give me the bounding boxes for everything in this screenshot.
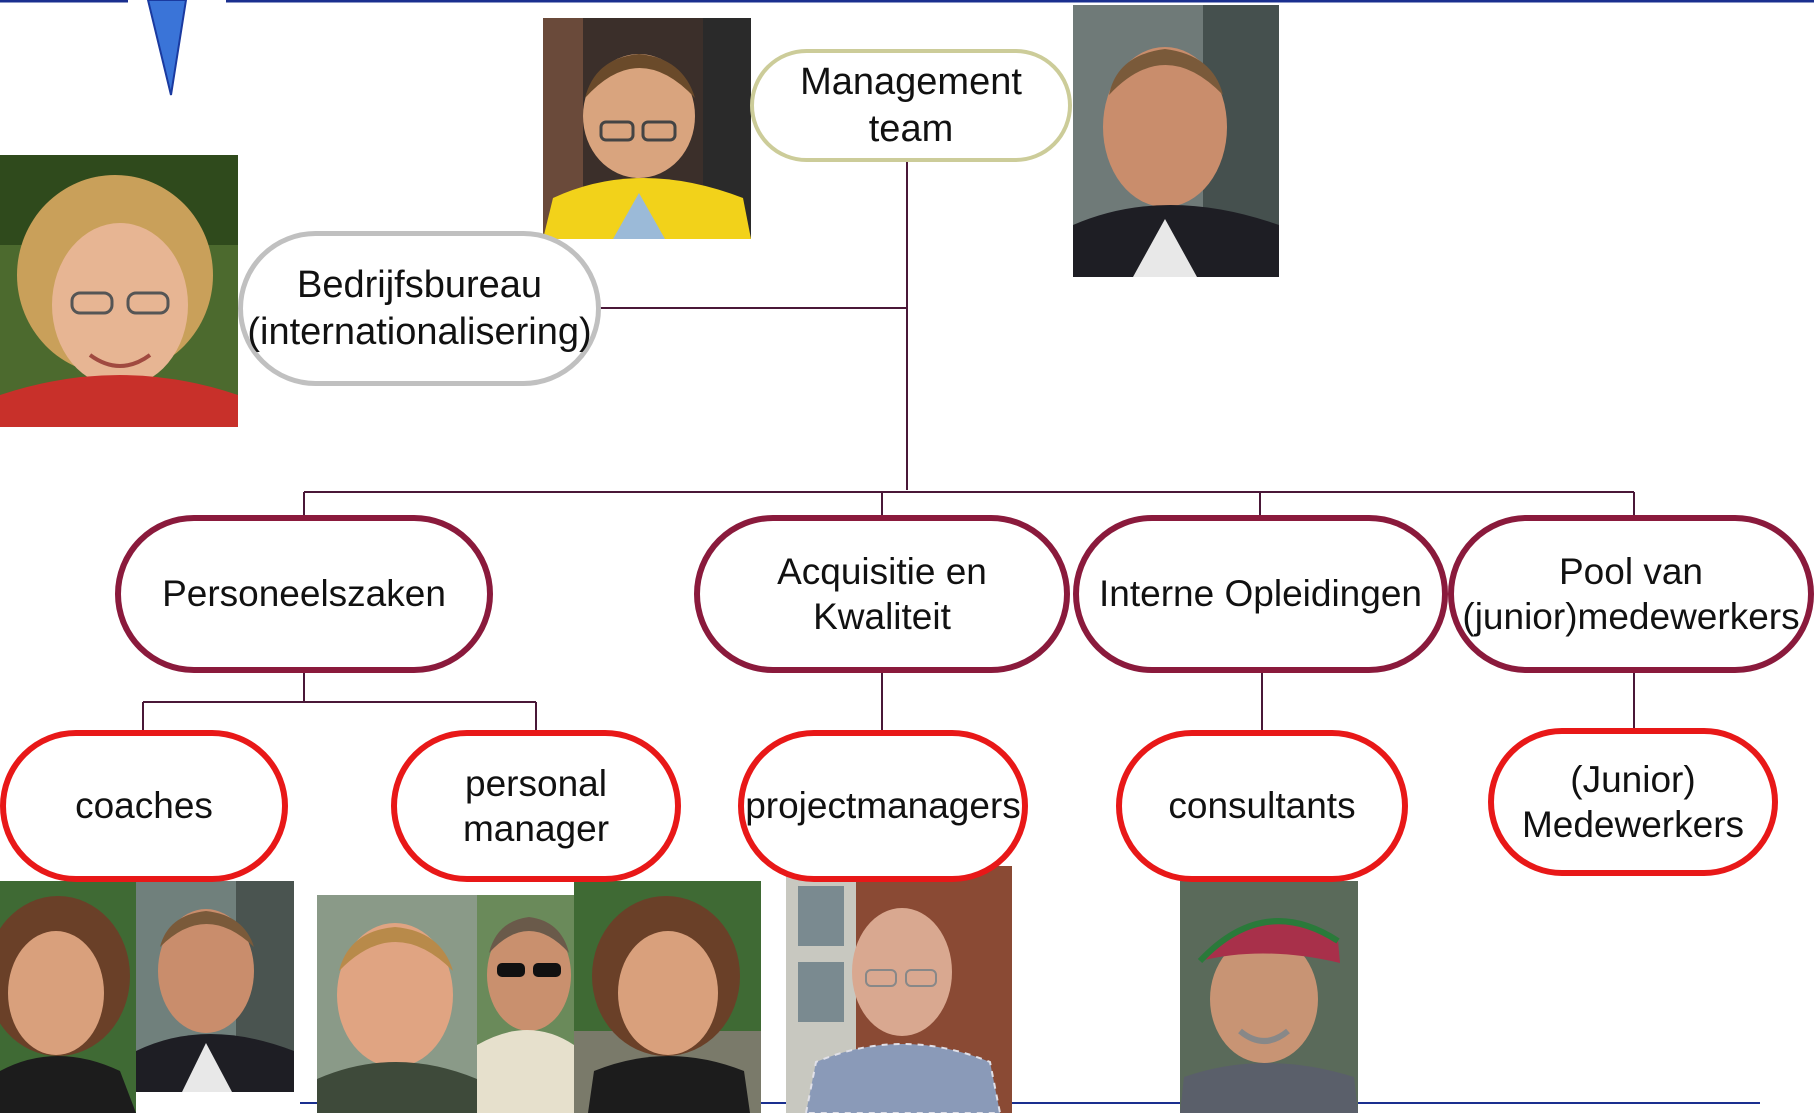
team-consultants: consultants bbox=[1116, 730, 1408, 882]
team-coaches: coaches bbox=[0, 730, 288, 882]
photo-portrait-woman-brown-hair-1 bbox=[0, 881, 136, 1113]
department-label: Personeelszaken bbox=[162, 573, 446, 615]
team-label: personal manager bbox=[462, 762, 610, 849]
photo-portrait-man-blond bbox=[317, 895, 477, 1113]
bedrijfsbureau-node: Bedrijfsbureau (internationalisering) bbox=[238, 231, 601, 386]
team-junior-medewerkers: (Junior) Medewerkers bbox=[1488, 728, 1778, 876]
department-interne-opleidingen: Interne Opleidingen bbox=[1073, 515, 1448, 673]
photo-portrait-man-projectmanager bbox=[786, 866, 1012, 1113]
photo-portrait-man-yellow-jacket bbox=[543, 18, 751, 239]
photo-portrait-man-flat-cap bbox=[1180, 881, 1358, 1113]
team-projectmanagers: projectmanagers bbox=[738, 730, 1028, 882]
photo-portrait-woman-blonde bbox=[0, 155, 238, 427]
photo-portrait-man-manager bbox=[1073, 5, 1279, 277]
photo-portrait-man-sunglasses bbox=[477, 895, 574, 1113]
photo-portrait-woman-brown-hair-2 bbox=[574, 881, 761, 1113]
team-label: (Junior) Medewerkers bbox=[1521, 758, 1745, 845]
department-label: Acquisitie en Kwaliteit bbox=[777, 550, 987, 637]
management-team-node: Management team bbox=[750, 49, 1072, 162]
management-team-label: Management team bbox=[800, 61, 1022, 150]
team-label: consultants bbox=[1168, 785, 1356, 827]
department-personeelszaken: Personeelszaken bbox=[115, 515, 493, 673]
department-acquisitie-kwaliteit: Acquisitie en Kwaliteit bbox=[694, 515, 1070, 673]
bedrijfsbureau-label: Bedrijfsbureau (internationalisering) bbox=[247, 264, 592, 353]
team-label: projectmanagers bbox=[745, 785, 1021, 827]
photo-portrait-man-coach bbox=[136, 881, 294, 1092]
department-pool-medewerkers: Pool van (junior)medewerkers bbox=[1448, 515, 1814, 673]
team-label: coaches bbox=[75, 785, 213, 827]
department-label: Interne Opleidingen bbox=[1099, 573, 1422, 615]
team-personal-manager: personal manager bbox=[391, 730, 681, 882]
department-label: Pool van (junior)medewerkers bbox=[1462, 550, 1800, 637]
down-arrow-icon bbox=[146, 0, 188, 96]
